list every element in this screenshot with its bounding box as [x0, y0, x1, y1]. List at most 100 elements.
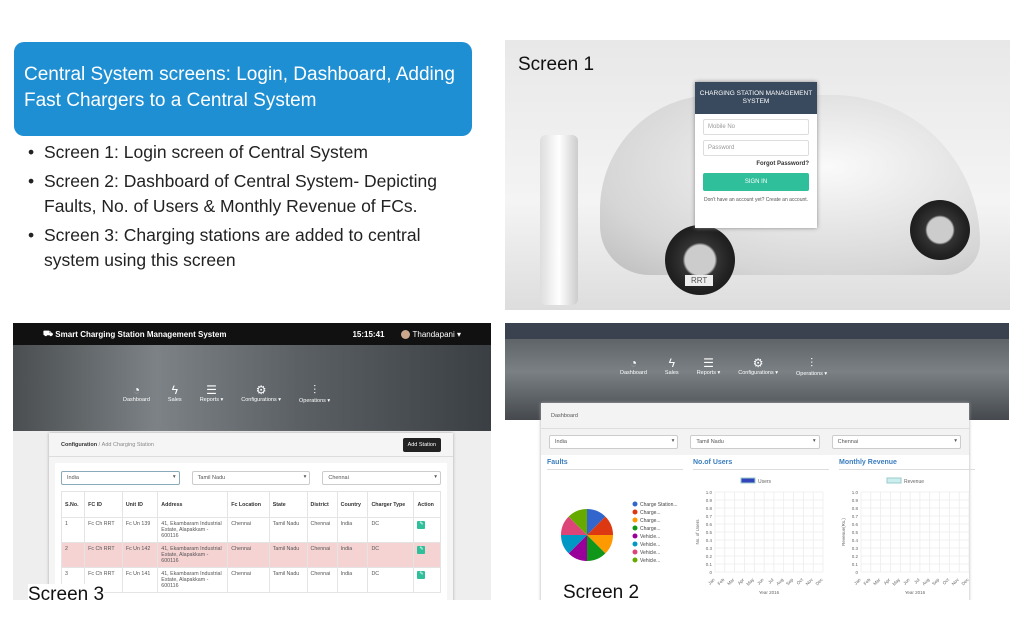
- nav-item[interactable]: ⫶Operations ▾: [299, 383, 330, 404]
- breadcrumb-configuration[interactable]: Configuration: [61, 441, 98, 448]
- nav-label: Operations ▾: [796, 371, 828, 377]
- nav-item[interactable]: ◔Dashboard: [620, 356, 647, 377]
- edit-icon[interactable]: ✎: [417, 571, 426, 579]
- legend-label: Vehicle...: [640, 550, 660, 556]
- nav-item[interactable]: ☰Reports ▾: [697, 356, 721, 377]
- nav-label: Reports ▾: [199, 397, 224, 403]
- x-tick-label: Sep: [931, 577, 941, 587]
- table-cell: Fc Ch RRT: [84, 542, 123, 568]
- state-select[interactable]: Tamil Nadu: [690, 435, 820, 449]
- pie-slice: [587, 535, 606, 561]
- revenue-title: Monthly Revenue: [839, 459, 975, 470]
- y-tick-label: 0.3: [706, 546, 713, 551]
- add-station-button[interactable]: Add Station: [402, 437, 441, 452]
- pie-slice: [587, 535, 613, 554]
- column-header: Action: [413, 491, 441, 518]
- column-header: FC ID: [84, 491, 123, 518]
- edit-icon[interactable]: ✎: [417, 546, 426, 554]
- legend-label: Revenue: [904, 479, 924, 485]
- nav-item[interactable]: ⫶Operations ▾: [796, 356, 827, 377]
- faults-panel: Faults Charge Station...Charge...Charge.…: [547, 459, 683, 600]
- legend-swatch: [740, 477, 756, 484]
- x-tick-label: May: [891, 577, 901, 587]
- mobile-input[interactable]: Mobile No: [703, 119, 809, 135]
- country-select[interactable]: India: [549, 435, 679, 449]
- forgot-password-link[interactable]: Forgot Password?: [756, 161, 809, 167]
- x-tick-label: Oct: [942, 577, 951, 586]
- legend-marker: [632, 549, 638, 555]
- sliders-icon: ⫶: [810, 356, 814, 370]
- edit-icon[interactable]: ✎: [417, 521, 426, 529]
- column-header: Address: [157, 491, 229, 518]
- sign-in-button[interactable]: SIGN IN: [703, 173, 809, 191]
- pie-slice: [587, 516, 613, 535]
- y-tick-label: 0.1: [852, 562, 859, 567]
- nav-label: Dashboard: [620, 370, 647, 376]
- y-tick-label: 0.9: [706, 498, 713, 503]
- country-select[interactable]: India: [61, 471, 180, 485]
- table-cell: DC: [367, 542, 415, 568]
- x-tick-label: Jan: [853, 577, 862, 586]
- login-panel: CHARGING STATION MANAGEMENT SYSTEM Mobil…: [695, 82, 817, 228]
- state-select[interactable]: Tamil Nadu: [191, 471, 311, 485]
- table-cell: 41, Ekambaram Industrial Estate, Alapakk…: [157, 517, 229, 543]
- y-tick-label: 0.8: [706, 506, 713, 511]
- y-tick-label: 0.6: [852, 522, 859, 527]
- nav-item[interactable]: ⚙Configurations ▾: [738, 356, 778, 377]
- legend-label: Vehicle...: [640, 534, 660, 540]
- breadcrumb-current: Add Charging Station: [101, 441, 154, 448]
- x-tick-label: Aug: [775, 577, 785, 587]
- x-tick-label: Jul: [767, 577, 775, 585]
- faults-title: Faults: [547, 459, 683, 470]
- table-cell: 2: [60, 542, 86, 568]
- table-cell: DC: [367, 517, 415, 543]
- y-tick-label: 0.2: [706, 554, 713, 559]
- table-cell: Chennai: [227, 542, 270, 568]
- district-select[interactable]: Chennai: [322, 471, 442, 485]
- clock: 15:15:41: [352, 329, 385, 339]
- district-select[interactable]: Chennai: [831, 435, 961, 449]
- y-tick-label: 0.4: [706, 538, 713, 543]
- user-menu[interactable]: Thandapani ▾: [412, 329, 462, 339]
- legend-label: Vehicle...: [640, 542, 660, 548]
- x-tick-label: Mar: [872, 577, 881, 586]
- x-tick-label: Apr: [737, 577, 746, 586]
- table-cell: Fc Un 139: [121, 517, 159, 543]
- nav-label: Reports ▾: [696, 370, 721, 376]
- nav-item[interactable]: ⚙Configurations ▾: [241, 383, 281, 404]
- gears-icon: ⚙: [255, 383, 267, 397]
- x-tick-label: Jan: [707, 577, 716, 586]
- nav-item[interactable]: ◔Dashboard: [123, 383, 150, 404]
- screen2-label: Screen 2: [560, 582, 643, 604]
- legend-label: Charge...: [640, 510, 661, 516]
- password-input[interactable]: Password: [703, 140, 809, 156]
- table-cell: 1: [60, 517, 86, 543]
- x-axis-label: Year 2016: [759, 590, 780, 595]
- create-account-link[interactable]: Don't have an account yet? Create an acc…: [703, 197, 809, 203]
- table-cell: Tamil Nadu: [268, 517, 308, 543]
- screen3-add-station: ⛟ Smart Charging Station Management Syst…: [13, 323, 491, 600]
- nav-label: Configurations ▾: [738, 370, 778, 376]
- pie-slice: [568, 535, 587, 561]
- bolt-icon: ϟ: [668, 356, 675, 370]
- screen1-label: Screen 1: [518, 54, 595, 75]
- nav-item[interactable]: ☰Reports ▾: [200, 383, 224, 404]
- column-header: S.No.: [60, 491, 86, 518]
- sliders-icon: ⫶: [313, 383, 317, 397]
- legend-marker: [632, 533, 638, 539]
- list-icon: ☰: [206, 383, 217, 397]
- bolt-icon: ϟ: [171, 383, 178, 397]
- slide-title: Central System screens: Login, Dashboard…: [14, 42, 472, 136]
- column-header: Unit ID: [121, 491, 159, 518]
- legend-marker: [632, 557, 638, 563]
- x-tick-label: May: [745, 577, 755, 587]
- x-tick-label: Jun: [902, 577, 911, 586]
- car-icon: ⛟: [43, 329, 56, 338]
- y-tick-label: 1.0: [852, 490, 859, 495]
- y-tick-label: 0.5: [852, 530, 859, 535]
